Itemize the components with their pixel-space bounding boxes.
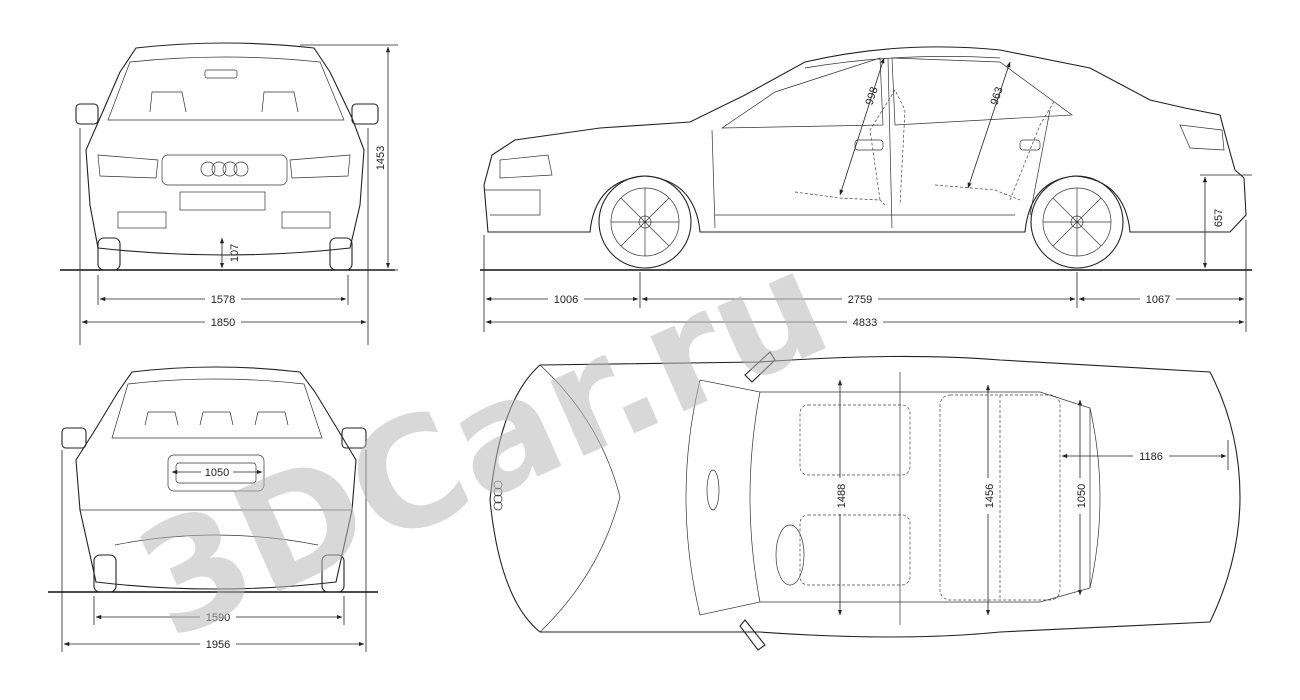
front-height-label: 1453 <box>375 146 387 170</box>
front-track-label: 1578 <box>211 294 235 306</box>
rear-view: 1050 1590 1956 <box>48 366 378 652</box>
watermark: 3DCar.ru <box>114 217 852 673</box>
top-view: 1488 1456 1050 1186 <box>489 351 1241 651</box>
audi-rings-top-icon <box>493 480 503 511</box>
trunk-length-label: 1186 <box>1139 451 1163 463</box>
watermark-text: 3DCar.ru <box>114 217 852 673</box>
front-wheel-icon <box>598 175 692 269</box>
rear-headroom-label: 963 <box>989 85 1006 106</box>
sill-height-label: 657 <box>1213 209 1225 227</box>
rear-overhang-label: 1067 <box>1146 294 1170 306</box>
front-headroom-label: 998 <box>864 85 881 106</box>
front-shoulder-label: 1488 <box>836 484 848 508</box>
trunk-width-label: 1050 <box>1076 484 1088 508</box>
rear-wheel-icon <box>1030 175 1124 269</box>
rear-shoulder-label: 1456 <box>984 484 996 508</box>
rear-width-label: 1956 <box>206 639 230 651</box>
ground-clearance-label: 107 <box>229 244 241 262</box>
front-view: 1453 107 1578 1850 <box>60 42 398 345</box>
audi-rings-icon <box>200 161 249 177</box>
rear-track-label: 1590 <box>206 612 230 624</box>
front-overhang-label: 1006 <box>554 294 578 306</box>
length-label: 4833 <box>853 317 877 329</box>
front-width-label: 1850 <box>211 317 235 329</box>
side-view: 998 963 657 1006 2759 1067 4833 <box>480 46 1252 332</box>
wheelbase-label: 2759 <box>848 294 872 306</box>
rear-plate-width-label: 1050 <box>205 467 229 479</box>
